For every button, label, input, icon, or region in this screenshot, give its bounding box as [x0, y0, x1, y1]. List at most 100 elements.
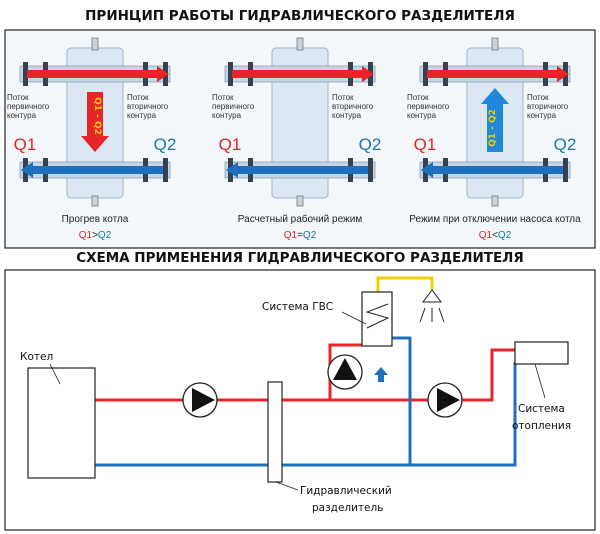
vent-top [491, 37, 499, 51]
mode-caption: Прогрев котла [62, 214, 129, 225]
secondary-flow-label: Поток [127, 93, 149, 102]
pipe-hot-flow [427, 70, 563, 78]
q2-label: Q2 [154, 135, 177, 154]
primary-flow-label: первичного [407, 102, 450, 111]
q1-label: Q1 [219, 135, 242, 154]
separator-panel-2: ПотокпервичногоконтураПотоквторичногокон… [212, 37, 382, 241]
dhw-label: Система ГВС [262, 301, 333, 313]
pipe-cold-flow [427, 166, 563, 174]
heating-label-line1: Система [518, 403, 565, 415]
panels-group: ПотокпервичногоконтураПотоквторичногокон… [7, 37, 581, 241]
primary-flow-label: Поток [407, 93, 429, 102]
hot-arrow-head-icon [362, 66, 374, 82]
relation-left: Q1 [479, 230, 493, 241]
primary-flow-label: контура [212, 111, 242, 120]
pipe-flange [163, 158, 168, 182]
vent-top [91, 37, 99, 51]
q2-label: Q2 [359, 135, 382, 154]
inner-flow-arrow [87, 92, 103, 136]
top-title: ПРИНЦИП РАБОТЫ ГИДРАВЛИЧЕСКОГО РАЗДЕЛИТЕ… [85, 8, 515, 24]
separator-panel-3: ПотокпервичногоконтураПотоквторичногокон… [407, 37, 581, 241]
drain-bottom [296, 195, 304, 207]
relation-left: Q1 [79, 230, 93, 241]
shower-icon [419, 289, 445, 323]
secondary-flow-label: Поток [527, 93, 549, 102]
cold-arrow-head-icon [21, 162, 33, 178]
dhw-coil [365, 303, 390, 329]
q2-label: Q2 [554, 135, 577, 154]
pipe-cold-flow [27, 166, 163, 174]
secondary-flow-label: контура [127, 111, 157, 120]
relation-left: Q1 [284, 230, 298, 241]
secondary-flow-label: вторичного [127, 102, 169, 111]
pipe-flange [423, 62, 428, 86]
pipe-flange [368, 158, 373, 182]
secondary-flow-label: вторичного [527, 102, 569, 111]
separator-label-line1: Гидравлический [300, 485, 392, 497]
primary-flow-label: Поток [212, 93, 234, 102]
secondary-flow-label: контура [527, 111, 557, 120]
relation-op: = [297, 230, 303, 241]
primary-flow-label: контура [407, 111, 437, 120]
heating-box [514, 341, 569, 365]
hot-pipe-dhw [328, 343, 369, 400]
dhw-tank [361, 291, 393, 347]
flow-relation: Q1>Q2 [79, 230, 112, 241]
boiler-label: Котел [20, 351, 53, 363]
mode-caption: Расчетный рабочий режим [238, 213, 363, 225]
drain-bottom [91, 195, 99, 207]
primary-flow-label: Поток [7, 93, 29, 102]
relation-right: Q2 [98, 230, 112, 241]
vent-top [296, 37, 304, 51]
relation-right: Q2 [303, 230, 317, 241]
q1-label: Q1 [414, 135, 437, 154]
pipe-flange [228, 62, 233, 86]
boiler-box [27, 367, 96, 479]
mode-caption: Режим при отключении насоса котла [409, 214, 581, 225]
primary-flow-label: контура [7, 111, 37, 120]
dhw-leader [341, 311, 367, 325]
boiler-leader [49, 363, 61, 385]
flow-relation: Q1=Q2 [284, 230, 317, 241]
q1-label: Q1 [14, 135, 37, 154]
pipe-hot-flow [232, 70, 368, 78]
cold-pipe-dhw [386, 336, 412, 465]
hot-pipes [95, 343, 515, 402]
drain-bottom [491, 195, 499, 207]
inner-flow-label: Q1 - Q2 [488, 109, 498, 147]
pump-primary [182, 382, 218, 418]
inner-flow-label: Q1 - Q2 [92, 97, 102, 135]
inner-flow-arrow [487, 104, 503, 152]
dhw-supply-line [376, 276, 434, 292]
separator-label-line2: разделитель [312, 502, 383, 514]
pump-dhw [327, 354, 363, 390]
hot-arrow-head-icon [557, 66, 569, 82]
pipe-flange [563, 158, 568, 182]
inner-flow-arrow-head-icon [81, 136, 109, 152]
primary-flow-label: первичного [7, 102, 50, 111]
pump-heating [427, 382, 463, 418]
cold-arrow-head-icon [421, 162, 433, 178]
heating-leader [534, 363, 546, 399]
relation-op: > [92, 230, 98, 241]
heating-label-line2: отопления [512, 420, 571, 432]
cold-arrow-head-icon [226, 162, 238, 178]
separator-box [267, 381, 283, 483]
separator-panel-1: ПотокпервичногоконтураПотоквторичногокон… [7, 37, 177, 241]
separator-leader [275, 481, 299, 491]
inner-flow-arrow-head-icon [481, 88, 509, 104]
flow-relation: Q1<Q2 [479, 230, 512, 241]
bottom-title: СХЕМА ПРИМЕНЕНИЯ ГИДРАВЛИЧЕСКОГО РАЗДЕЛИ… [76, 250, 524, 266]
pipe-flange [23, 62, 28, 86]
cold-pipes [95, 336, 517, 467]
pipe-cold-flow [232, 166, 368, 174]
dhw-flow-arrow-icon [374, 367, 388, 382]
secondary-flow-label: вторичного [332, 102, 374, 111]
secondary-flow-label: контура [332, 111, 362, 120]
hot-pipe-secondary [282, 348, 515, 402]
relation-op: < [492, 230, 498, 241]
primary-flow-label: первичного [212, 102, 255, 111]
relation-right: Q2 [498, 230, 512, 241]
secondary-flow-label: Поток [332, 93, 354, 102]
